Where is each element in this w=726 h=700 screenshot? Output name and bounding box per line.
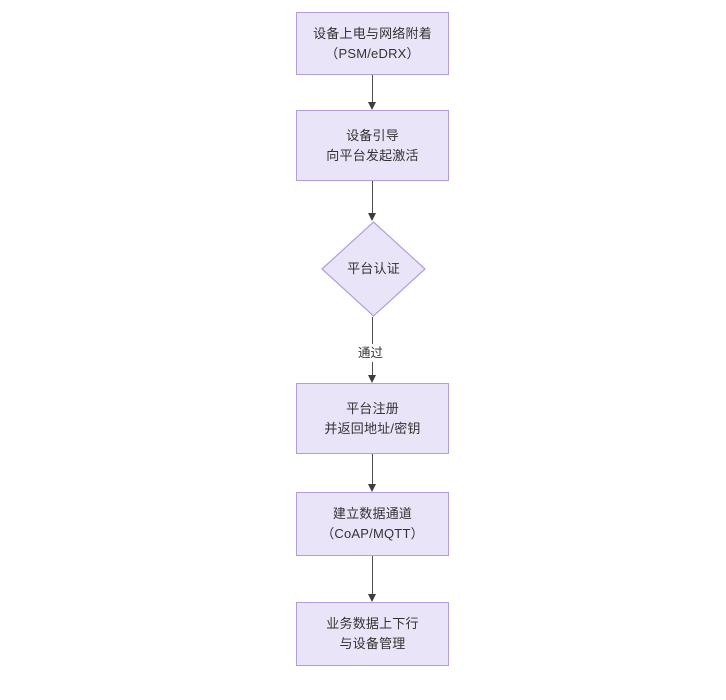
flow-node-power-on-line2: （PSM/eDRX）: [325, 45, 420, 61]
arrowhead-icon: [368, 594, 376, 602]
flow-edge-register-to-data-channel: [368, 454, 376, 492]
flow-node-platform-register-line1: 平台注册: [346, 400, 399, 416]
flow-node-data-channel[interactable]: 建立数据通道 （CoAP/MQTT）: [296, 492, 449, 556]
flow-edge-power-on-to-bootstrap: [368, 75, 376, 110]
flow-node-data-channel-line2: （CoAP/MQTT）: [321, 526, 424, 541]
flow-node-platform-auth[interactable]: 平台认证: [321, 221, 426, 317]
arrowhead-icon: [368, 484, 376, 492]
flow-node-platform-auth-label: 平台认证: [347, 261, 400, 276]
flow-node-bootstrap-line1: 设备引导: [346, 127, 399, 143]
flow-node-service-data[interactable]: 业务数据上下行 与设备管理: [296, 602, 449, 666]
flow-node-power-on[interactable]: 设备上电与网络附着 （PSM/eDRX）: [296, 12, 449, 75]
flow-node-bootstrap-line2: 向平台发起激活: [326, 147, 419, 163]
flow-edge-bootstrap-to-platform-auth: [368, 181, 376, 221]
edge-line: [372, 75, 373, 102]
flow-edge-data-channel-to-service-data: [368, 556, 376, 602]
edge-line: [372, 181, 373, 213]
edge-line: [372, 556, 373, 594]
flow-node-service-data-line2: 与设备管理: [339, 636, 406, 651]
arrowhead-icon: [368, 213, 376, 221]
flow-edge-label-pass: 通过: [355, 344, 387, 362]
arrowhead-icon: [368, 375, 376, 383]
diamond-shape-icon: [321, 221, 426, 317]
flow-node-data-channel-line1: 建立数据通道: [332, 506, 413, 521]
arrowhead-icon: [368, 102, 376, 110]
edge-line: [372, 454, 373, 484]
flow-node-bootstrap[interactable]: 设备引导 向平台发起激活: [296, 110, 449, 181]
flow-node-power-on-line1: 设备上电与网络附着: [313, 25, 432, 41]
flow-node-service-data-line1: 业务数据上下行: [326, 616, 419, 631]
flow-node-platform-register[interactable]: 平台注册 并返回地址/密钥: [296, 383, 449, 454]
flow-node-platform-register-line2: 并返回地址/密钥: [324, 420, 421, 436]
